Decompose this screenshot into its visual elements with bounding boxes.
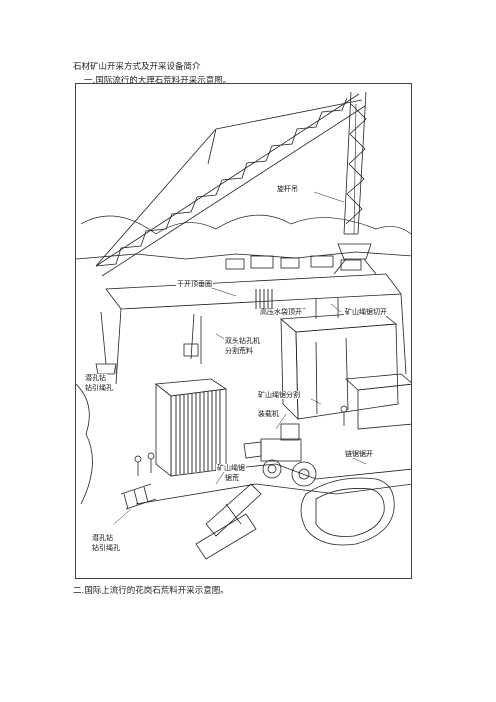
drill-rigs xyxy=(95,298,339,375)
bottom-drill-label-1: 潜孔钻 xyxy=(91,534,114,542)
bottom-drill-label-2: 钻引绳孔 xyxy=(91,544,121,552)
section-1-heading: 一.国际流行的大理石荒料开采示意图。 xyxy=(84,76,232,86)
left-drill-label-2: 钻引绳孔 xyxy=(84,384,114,392)
document-title: 石材矿山开采方式及开采设备简介 xyxy=(73,62,201,72)
loader-machine xyxy=(243,423,317,487)
ladder xyxy=(120,483,157,510)
crane-label: 旋杆吊 xyxy=(276,185,299,193)
large-block xyxy=(280,311,399,420)
section-2-heading: 二.国际上流行的花岗石荒料开采示意图。 xyxy=(73,586,229,596)
wire-saw-top-label: 矿山绳锯切开 xyxy=(344,308,388,316)
left-drill-label-1: 潜孔钻 xyxy=(84,374,107,382)
mine-saw-label-2: 锯荒 xyxy=(224,474,240,482)
upper-blocks xyxy=(105,255,407,385)
double-drill-label-1: 双头钻孔机 xyxy=(224,337,261,345)
crawler-drill xyxy=(195,483,262,560)
mine-saw-label-1: 矿山绳锯 xyxy=(216,464,246,472)
wire-saw-split-label: 矿山绳锯分割 xyxy=(257,391,301,399)
drill-top-label: 干开顶垂圈 xyxy=(176,280,213,288)
chain-saw xyxy=(300,477,395,546)
marble-quarry-illustration: 旋杆吊 干开顶垂圈 高压水袋顶开 矿山绳锯切开 潜孔钻 钻引绳孔 双头钻孔机 分… xyxy=(75,83,412,579)
split-block xyxy=(255,289,273,309)
loader-label: 装载机 xyxy=(257,410,280,418)
cut-block-hatched xyxy=(154,378,228,477)
crane-boom xyxy=(95,93,366,277)
workers xyxy=(134,405,348,476)
quarry-line-drawing xyxy=(76,91,411,560)
multi-drill-label: 高压水袋顶开 xyxy=(259,308,303,316)
chain-saw-label: 链锯锯开 xyxy=(344,450,374,458)
double-drill-label-2: 分割荒料 xyxy=(224,347,254,355)
